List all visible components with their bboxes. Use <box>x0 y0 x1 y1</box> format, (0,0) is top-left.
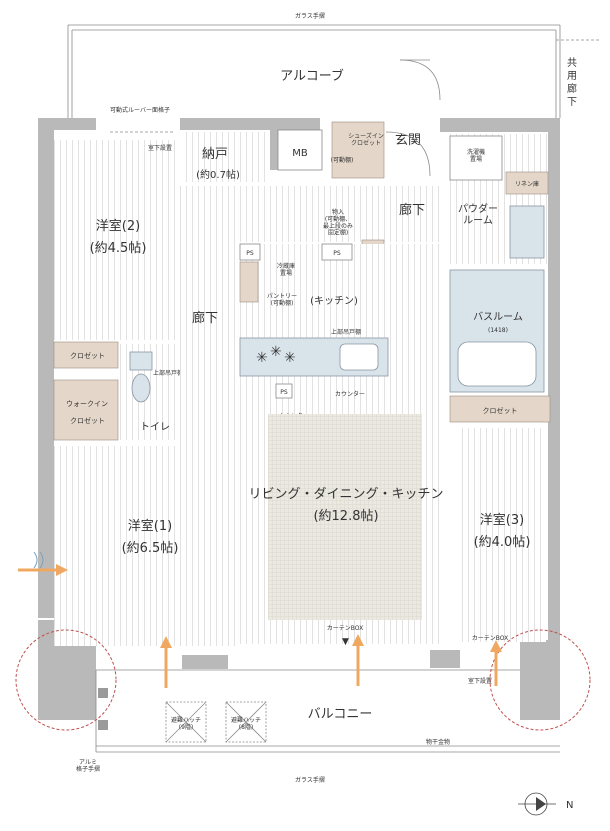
alu-rail-label: アルミ格子手摺 <box>76 759 100 773</box>
ps2-label: PS <box>333 250 341 257</box>
room2-floor <box>54 140 178 340</box>
bathtub-icon <box>457 341 537 387</box>
closet2-label: クロゼット <box>483 406 518 415</box>
ps3-box <box>275 383 293 399</box>
svg-text:共: 共 <box>567 57 577 69</box>
closet2 <box>449 395 551 423</box>
room3-size: (約4.0帖) <box>474 535 531 550</box>
svg-text:✳: ✳ <box>284 350 296 366</box>
ps1-box <box>239 243 261 261</box>
room1-floor <box>54 446 236 646</box>
highlight-circle-right <box>489 629 591 731</box>
ps3-label: PS <box>280 389 288 396</box>
glass-rail-top-label: ガラス手摺 <box>295 12 325 20</box>
storage-size: (約0.7帖) <box>196 168 240 181</box>
airflow-arrow-icon-room1 <box>160 636 172 688</box>
hatch2-label: 避難ハッチ(8階) <box>231 716 261 731</box>
corridor-right-floor <box>238 186 444 242</box>
room3-label: 洋室(3) <box>480 512 524 528</box>
toilet-tank <box>129 351 153 371</box>
svg-text:✳: ✳ <box>270 344 282 360</box>
north-label: N <box>566 800 573 811</box>
room2-label: 洋室(2) <box>96 218 140 234</box>
highlight-circle-left <box>15 629 117 731</box>
washer-label: 洗濯機置場 <box>467 148 485 163</box>
fridge-label: 冷蔵庫置場 <box>277 262 295 277</box>
stove-icon: ✳ ✳ ✳ <box>256 344 296 366</box>
toilet-cabinet-label: 上部吊戸棚 <box>153 369 183 377</box>
walkin-closet <box>53 379 119 441</box>
room1-label: 洋室(1) <box>128 518 172 534</box>
vanity <box>509 205 545 259</box>
entrance-label: 玄関 <box>395 133 421 148</box>
balcony-area <box>95 669 560 753</box>
storage-note-label: 物入(可動棚、最上段のみ固定棚) <box>323 208 353 237</box>
kitchen-label: (キッチン) <box>310 295 358 307</box>
linen-box <box>505 171 549 195</box>
svg-text:下: 下 <box>567 97 577 108</box>
north-compass-icon <box>518 792 556 816</box>
mb-label: MB <box>292 148 308 159</box>
ldk-label: リビング・ダイニング・キッチン <box>248 487 443 502</box>
storage-floor <box>182 132 268 182</box>
powder-label: パウダールーム <box>458 202 498 227</box>
alcove-label: アルコーブ <box>280 68 344 84</box>
ps2-box <box>321 243 353 261</box>
curtain-box1-label: カーテンBOX <box>327 625 363 632</box>
laundry-label: 物干金物 <box>426 738 450 746</box>
alcove-area <box>67 24 600 118</box>
shoes-closet-label: シューズインクロゼット <box>348 132 384 147</box>
glass-rail-bottom-label: ガラス手摺 <box>295 776 325 784</box>
corridor-right-label: 廊下 <box>399 202 425 218</box>
pantry-label: パントリー(可動棚) <box>267 293 297 307</box>
airflow-arrow-icon-left <box>18 551 68 576</box>
room2-size: (約4.5帖) <box>90 241 147 256</box>
louver-label: 可動式ルーバー面格子 <box>110 106 170 114</box>
sink-icon <box>339 343 379 371</box>
pantry-box <box>239 261 259 303</box>
room1-size: (約6.5帖) <box>122 541 179 556</box>
airflow-arrow-icon-ldk <box>352 634 364 686</box>
storage-label: 納戸 <box>202 147 228 162</box>
ldk-size: (約12.8帖) <box>313 509 378 524</box>
closet1-label: クロゼット <box>70 351 105 360</box>
bathroom-label: バスルーム <box>473 311 523 323</box>
outer-walls <box>38 118 560 720</box>
corridor-left-floor <box>180 186 236 446</box>
toilet-bowl <box>131 373 151 403</box>
hatch1-label: 避難ハッチ(9階) <box>171 716 201 731</box>
counter1-label: カウンター <box>335 390 365 398</box>
mb-box <box>277 129 323 171</box>
shoes-closet <box>331 121 385 179</box>
ldk-rug <box>268 414 422 620</box>
walkin-label-2: クロゼット <box>70 416 105 425</box>
closet1 <box>53 341 119 369</box>
room3-floor <box>460 428 546 642</box>
linen-label: リネン庫 <box>515 180 539 188</box>
movable-shelf-label: (可動棚) <box>331 156 354 164</box>
svg-text:✳: ✳ <box>256 350 268 366</box>
washer-box <box>449 135 503 181</box>
toilet-label: トイレ <box>140 422 170 433</box>
upper-cabinet-kitchen-label: 上部吊戸棚 <box>331 328 361 336</box>
svg-text:用: 用 <box>567 71 577 82</box>
marker-icon: ▼ <box>342 637 349 647</box>
ps1-label: PS <box>246 250 254 257</box>
walkin-label-1: ウォークイン <box>66 400 108 408</box>
bathroom-size: (1418) <box>488 327 508 334</box>
ac-bottom-label: 室下設置 <box>468 677 492 685</box>
common-corridor-label: 共 用 廊 下 <box>567 57 577 108</box>
curtain-box2-label: カーテンBOX <box>472 635 508 642</box>
corridor-left-label: 廊下 <box>192 310 218 326</box>
svg-text:廊: 廊 <box>567 82 577 95</box>
balcony-label: バルコニー <box>308 707 373 722</box>
ac-top-label: 室下設置 <box>148 144 172 152</box>
airflow-arrow-icon-room3 <box>490 640 502 686</box>
